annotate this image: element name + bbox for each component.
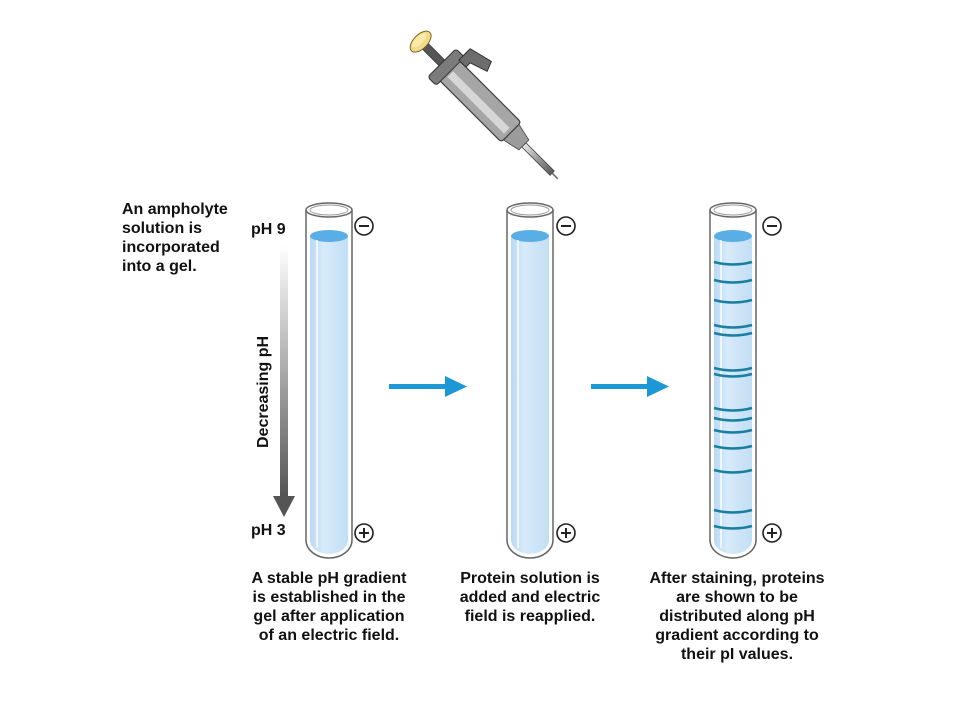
protein-band bbox=[713, 278, 753, 284]
protein-band bbox=[713, 298, 753, 304]
caption-line: A stable pH gradient bbox=[251, 570, 407, 587]
gradient-arrow-icon bbox=[273, 246, 295, 517]
protein-band bbox=[713, 331, 753, 337]
caption-line: of an electric field. bbox=[258, 627, 400, 644]
plus-electrode-icon bbox=[762, 523, 782, 543]
protein-band bbox=[713, 416, 753, 422]
ph-bottom-label: pH 3 bbox=[251, 522, 286, 539]
protein-band bbox=[713, 508, 753, 514]
caption-3: After staining, proteins are shown to be… bbox=[626, 569, 848, 664]
minus-electrode-icon bbox=[354, 216, 374, 236]
intro-text: An ampholyte solution is incorporated in… bbox=[122, 200, 262, 276]
protein-band bbox=[713, 372, 753, 378]
gel-tube-1 bbox=[305, 202, 353, 559]
caption-line: field is reapplied. bbox=[464, 608, 596, 625]
ph-top-label: pH 9 bbox=[251, 221, 286, 238]
gel-tube-2 bbox=[506, 202, 554, 559]
intro-line: into a gel. bbox=[122, 258, 197, 275]
caption-line: their pI values. bbox=[680, 646, 794, 663]
caption-line: After staining, proteins bbox=[649, 570, 825, 587]
protein-band bbox=[713, 260, 753, 266]
intro-line: solution is bbox=[122, 220, 202, 237]
caption-line: Protein solution is bbox=[460, 570, 600, 587]
protein-bands bbox=[713, 260, 753, 530]
caption-line: is established in the bbox=[252, 589, 406, 606]
protein-band bbox=[713, 323, 753, 329]
caption-line: are shown to be bbox=[676, 589, 798, 606]
caption-line: added and electric bbox=[459, 589, 601, 606]
protein-band bbox=[713, 406, 753, 412]
gel-tube-3 bbox=[709, 202, 757, 559]
plus-electrode-icon bbox=[556, 523, 576, 543]
intro-line: An ampholyte bbox=[122, 201, 228, 218]
caption-1: A stable pH gradient is established in t… bbox=[224, 569, 434, 645]
protein-band bbox=[713, 428, 753, 434]
caption-line: distributed along pH bbox=[659, 608, 815, 625]
plus-electrode-icon bbox=[354, 523, 374, 543]
caption-line: gel after application bbox=[253, 608, 405, 625]
pipette-icon bbox=[409, 30, 559, 180]
protein-band bbox=[713, 366, 753, 372]
arrow-right-icon bbox=[389, 376, 467, 397]
protein-band bbox=[713, 468, 753, 474]
arrow-right-icon bbox=[591, 376, 669, 397]
protein-band bbox=[713, 444, 753, 450]
caption-line: gradient according to bbox=[655, 627, 819, 644]
minus-electrode-icon bbox=[556, 216, 576, 236]
caption-2: Protein solution is added and electric f… bbox=[435, 569, 625, 626]
minus-electrode-icon bbox=[762, 216, 782, 236]
intro-line: incorporated bbox=[122, 239, 220, 256]
protein-band bbox=[713, 524, 753, 530]
